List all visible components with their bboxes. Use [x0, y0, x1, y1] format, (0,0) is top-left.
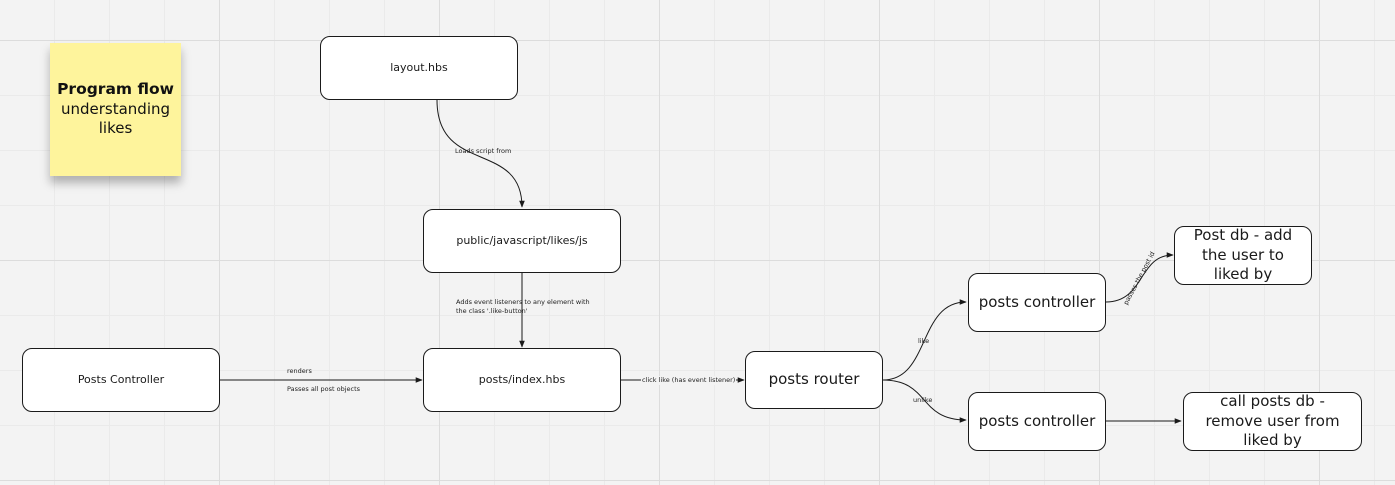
node-likes-js[interactable]: public/javascript/likes/js	[423, 209, 621, 273]
edge-label-like: like	[918, 337, 930, 345]
node-posts-controller-unlike-label: posts controller	[978, 411, 1096, 430]
edge-layout-to-likesjs	[436, 99, 525, 208]
node-posts-controller-left-label: Posts Controller	[77, 372, 165, 386]
node-posts-controller-like[interactable]: posts controller	[968, 273, 1106, 332]
node-posts-router[interactable]: posts router	[745, 351, 883, 409]
node-post-db-add-label: Post db - add the user to liked by	[1193, 226, 1293, 284]
node-posts-index-hbs[interactable]: posts/index.hbs	[423, 348, 621, 412]
node-post-db-remove[interactable]: call posts db - remove user from liked b…	[1183, 392, 1362, 451]
edge-label-renders: renders	[287, 367, 312, 375]
node-post-db-remove-label: call posts db - remove user from liked b…	[1205, 392, 1340, 450]
node-posts-index-hbs-label: posts/index.hbs	[478, 372, 566, 386]
edge-label-adds-listeners: Adds event listeners to any element with…	[456, 298, 590, 315]
edge-label-click-like: click like (has event listener)	[641, 376, 737, 385]
sticky-note-subtitle: understanding likes	[60, 100, 171, 138]
node-post-db-add[interactable]: Post db - add the user to liked by	[1174, 226, 1312, 285]
node-posts-controller-like-label: posts controller	[978, 292, 1096, 311]
edge-label-unlike: unlike	[913, 396, 933, 404]
sticky-note-title: Program flow	[57, 80, 174, 99]
node-likes-js-label: public/javascript/likes/js	[456, 233, 588, 247]
node-posts-controller-unlike[interactable]: posts controller	[968, 392, 1106, 451]
node-layout-hbs-label: layout.hbs	[390, 60, 448, 74]
edge-label-passes-posts: Passes all post objects	[287, 385, 361, 393]
edge-label-loads-script: Loads script from	[455, 147, 512, 155]
node-posts-router-label: posts router	[768, 370, 860, 389]
edge-like-controller-to-db-add	[1105, 252, 1174, 303]
node-layout-hbs[interactable]: layout.hbs	[320, 36, 518, 100]
edge-router-to-unlike-controller	[882, 379, 967, 423]
node-posts-controller-left[interactable]: Posts Controller	[22, 348, 220, 412]
edge-router-to-like-controller	[882, 299, 967, 381]
sticky-note[interactable]: Program flow understanding likes	[50, 43, 181, 176]
